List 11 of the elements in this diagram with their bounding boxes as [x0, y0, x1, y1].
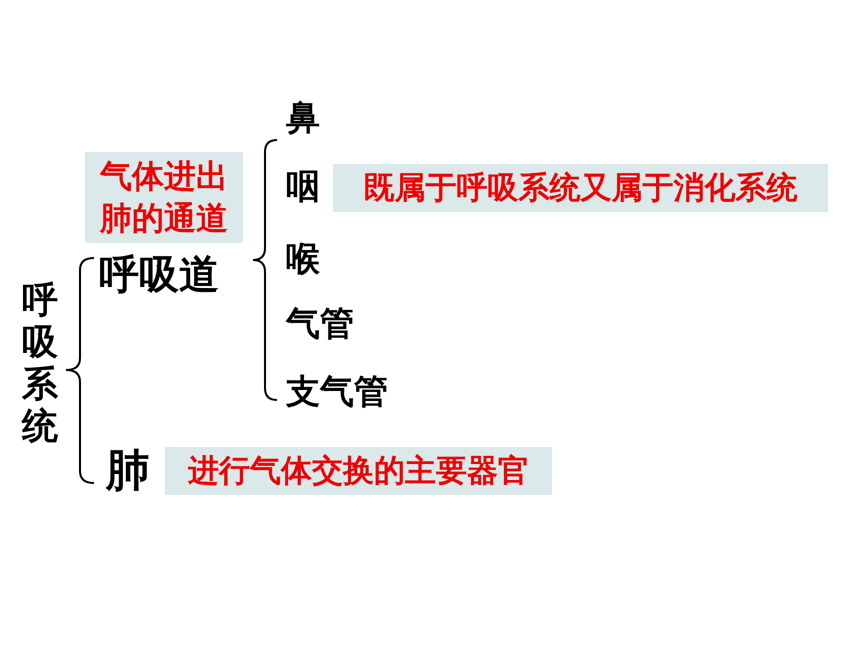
term-text: 肺: [106, 446, 150, 497]
term-text: 喉: [286, 240, 320, 280]
term-text: 咽: [286, 168, 320, 208]
annotation-box: 既属于呼吸系统又属于消化系统: [333, 164, 828, 212]
term-text: 呼吸道: [99, 252, 219, 298]
annotation-box: 气体进出肺的通道: [85, 152, 243, 244]
term-text: 支气管: [286, 373, 388, 412]
annotation-box: 进行气体交换的主要器官: [165, 447, 552, 496]
term-text: 鼻: [286, 99, 320, 138]
vertical-term-text: 呼吸系统: [22, 280, 58, 448]
term-text: 气管: [286, 305, 354, 344]
